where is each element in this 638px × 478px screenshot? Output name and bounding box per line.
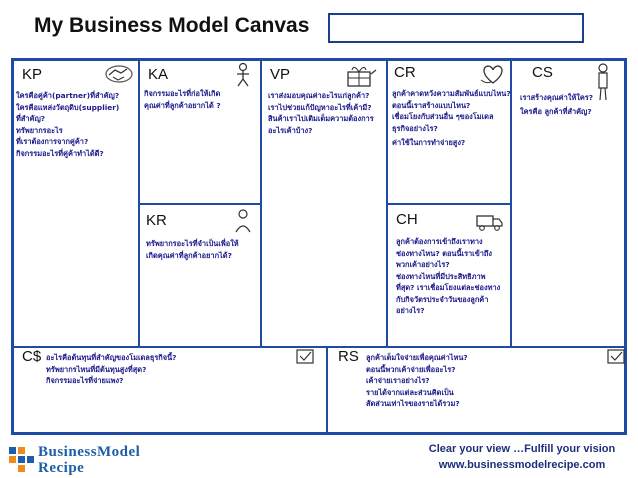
gift-icon [347, 66, 377, 87]
vp-line: สินค้าเราไปเติมเต็มความต้องการ [268, 114, 374, 123]
cs-questions: เราสร้างคุณค่าให้ใคร? ใครคือ ลูกค้าที่สำ… [520, 92, 593, 117]
kr-line: เกิดคุณค่าที่ลูกค้าอยากได้? [146, 250, 232, 260]
cost-code: C$ [22, 348, 42, 365]
kr-questions: ทรัพยากรอะไรที่จำเป็นเพื่อให้ เกิดคุณค่า… [146, 238, 239, 261]
cs-line: ใครคือ ลูกค้าที่สำคัญ? [520, 106, 592, 116]
footer-tagline: Clear your view …Fulfill your vision www… [424, 441, 620, 473]
tag-icon [607, 349, 625, 364]
tagline-text: Clear your view …Fulfill your vision [428, 443, 616, 455]
divider-ka-vp [260, 61, 262, 346]
rs-questions: ลูกค้าเต็มใจจ่ายเพื่อคุณค่าไหน? ตอนนี้พว… [366, 352, 468, 410]
cost-line: ทรัพยากรไหนที่มีต้นทุนสูงที่สุด? [46, 364, 147, 374]
cr-line: ตอนนี้เราสร้างแบบไหน? [392, 100, 471, 110]
cr-line: เชื่อมโยงกับส่วนอื่น ๆของโมเดล [392, 112, 494, 121]
rs-code: RS [338, 348, 359, 365]
ch-code: CH [396, 211, 418, 228]
kp-questions: ใครคือคู่ค้า(partner)ที่สำคัญ? ใครคือแหล… [16, 90, 119, 159]
ch-line: ที่สุด? เราเชื่อมโยงแต่ละช่องทาง [396, 283, 501, 292]
canvas-frame [11, 58, 627, 435]
vp-code: VP [270, 66, 291, 83]
cr-line: ค่าใช้ในการทำจ่ายสูง? [392, 138, 466, 147]
cr-line: ลูกค้าคาดหวังความสัมพันธ์แบบไหน? [392, 89, 511, 98]
ch-line: ช่องทางไหน? ตอนนี้เราเข้าถึง [396, 248, 492, 258]
logo-line2: Recipe [38, 460, 85, 476]
business-model-recipe-logo: BusinessModel Recipe [8, 443, 178, 477]
ch-line: อย่างไร? [396, 306, 425, 315]
kp-line: ใครคือคู่ค้า(partner)ที่สำคัญ? [16, 91, 120, 100]
ch-line: พวกเค้าอย่างไร? [396, 260, 450, 269]
vp-line: เราส่งมอบคุณค่าอะไรแก่ลูกค้า? [268, 91, 370, 100]
kr-code: KR [146, 212, 167, 229]
cr-questions: ลูกค้าคาดหวังความสัมพันธ์แบบไหน? ตอนนี้เ… [392, 88, 511, 149]
rs-line: เค้าจ่ายเราอย่างไร? [366, 376, 430, 385]
worker-icon [235, 209, 251, 233]
ch-questions: ลูกค้าต้องการเข้าถึงเราทาง ช่องทางไหน? ต… [396, 236, 500, 317]
rs-line: ลูกค้าเต็มใจจ่ายเพื่อคุณค่าไหน? [366, 353, 468, 362]
rs-line: สัดส่วนเท่าไรของรายได้รวม? [366, 399, 460, 408]
divider-kp-ka [138, 61, 140, 346]
cost-line: อะไรคือต้นทุนที่สำคัญของโมเดลธุรกิจนี้? [46, 353, 177, 362]
tag-icon [296, 349, 314, 364]
ch-line: กับกิจวัตรประจำวันของลูกค้า [396, 294, 489, 304]
rs-line: ตอนนี้พวกเค้าจ่ายเพื่ออะไร? [366, 364, 456, 374]
kp-line: ที่เราต้องการจากคู่ค้า? [16, 137, 89, 146]
cost-questions: อะไรคือต้นทุนที่สำคัญของโมเดลธุรกิจนี้? … [46, 352, 176, 387]
ka-line: คุณค่าที่ลูกค้าอยากได้ ? [144, 100, 221, 110]
heart-icon [480, 65, 503, 84]
cs-line: เราสร้างคุณค่าให้ใคร? [520, 93, 594, 102]
divider-ka-kr [140, 203, 260, 205]
cr-code: CR [394, 64, 416, 81]
worker-icon [237, 62, 249, 87]
cs-code: CS [532, 64, 553, 81]
ka-code: KA [148, 66, 169, 83]
divider-cr-ch [388, 203, 510, 205]
ch-line: ช่องทางไหนที่มีประสิทธิภาพ [396, 271, 486, 281]
kp-line: กิจกรรมอะไรที่คู่ค้าทำได้ดี? [16, 148, 104, 158]
vp-questions: เราส่งมอบคุณค่าอะไรแก่ลูกค้า? เราไปช่วยแ… [268, 90, 374, 136]
divider-cr-cs [510, 61, 512, 346]
logo-squares-icon [9, 447, 34, 472]
kp-line: ที่สำคัญ? [16, 114, 46, 123]
vp-line: เราไปช่วยแก้ปัญหาอะไรที่เค้ามี? [268, 102, 372, 112]
divider-vp-cr [386, 61, 388, 346]
logo-line1: BusinessModel [38, 444, 141, 460]
truck-icon [476, 215, 503, 231]
divider-bottom-row [14, 346, 624, 348]
page-title: My Business Model Canvas [34, 14, 310, 37]
canvas-name-input-box[interactable] [328, 13, 584, 43]
ch-line: ลูกค้าต้องการเข้าถึงเราทาง [396, 237, 483, 246]
website-link[interactable]: www.businessmodelrecipe.com [438, 459, 606, 471]
kp-code: KP [22, 66, 43, 83]
customer-icon [598, 63, 608, 101]
cost-line: กิจกรรมอะไรที่จ่ายแพง? [46, 376, 124, 385]
ka-questions: กิจกรรมอะไรที่ก่อให้เกิด คุณค่าที่ลูกค้า… [144, 88, 221, 111]
cr-line: ธุรกิจอย่างไร? [392, 123, 438, 133]
handshake-icon [105, 65, 133, 83]
kp-line: ใครคือแหล่งวัตถุดิบ(supplier) [16, 102, 120, 112]
kp-line: ทรัพยากรอะไร [16, 125, 63, 135]
divider-cost-rs [326, 348, 328, 432]
rs-line: รายได้จากแต่ละส่วนคิดเป็น [366, 387, 454, 397]
vp-line: อะไรเค้าบ้าง? [268, 125, 313, 135]
kr-line: ทรัพยากรอะไรที่จำเป็นเพื่อให้ [146, 239, 239, 248]
ka-line: กิจกรรมอะไรที่ก่อให้เกิด [144, 89, 221, 98]
